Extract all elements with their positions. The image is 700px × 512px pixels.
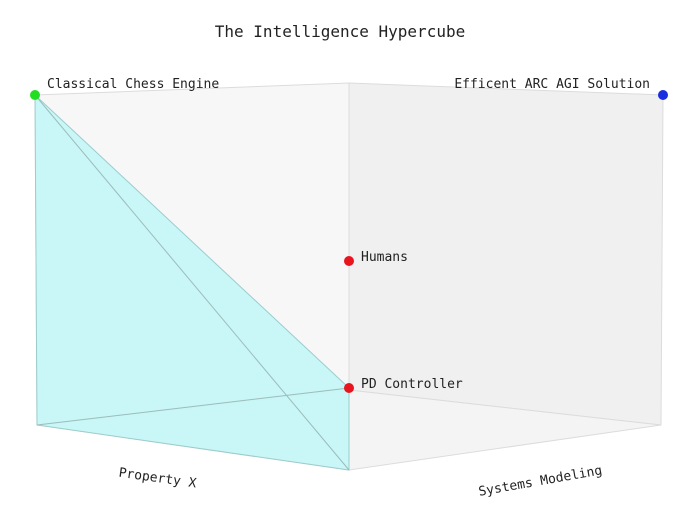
- point-label-pd-controller: PD Controller: [361, 377, 463, 392]
- x-axis-label: Property X: [118, 466, 198, 492]
- data-point-efficent-arc-agi-solution: [658, 90, 668, 100]
- data-point-pd-controller: [344, 383, 354, 393]
- y-axis-label: Systems Modeling: [477, 463, 603, 500]
- region-edge-floor: [36, 387, 350, 426]
- data-point-humans: [344, 256, 354, 266]
- point-label-classical-chess-engine: Classical Chess Engine: [47, 77, 219, 92]
- point-label-efficent-arc-agi-solution: Efficent ARC AGI Solution: [454, 77, 650, 92]
- region-edge-diagonal: [34, 94, 350, 471]
- data-point-classical-chess-engine: [30, 90, 40, 100]
- data-points: Classical Chess Engine Efficent ARC AGI S…: [30, 77, 668, 393]
- point-label-humans: Humans: [361, 250, 408, 265]
- chart-title: The Intelligence Hypercube: [215, 22, 465, 41]
